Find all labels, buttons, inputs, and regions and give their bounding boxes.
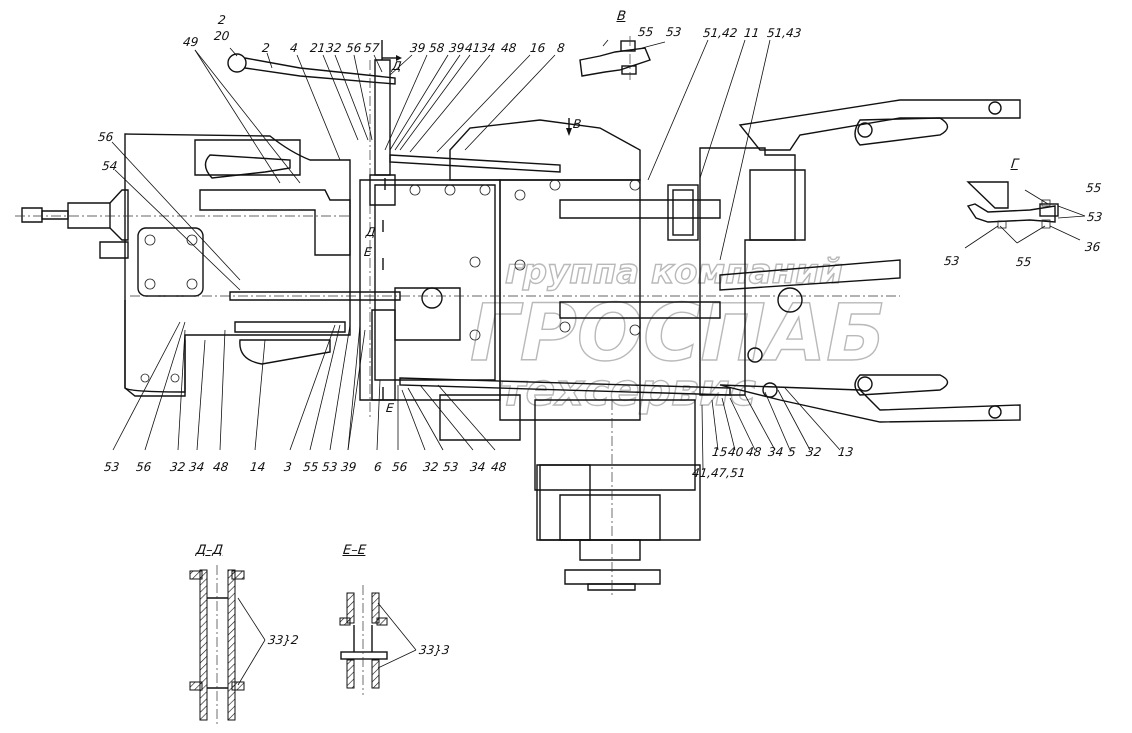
callout-b-34b: 34	[469, 460, 487, 474]
section-e-e-callout: 33}3	[418, 643, 451, 657]
view-v-callout-55: 55	[637, 25, 655, 39]
section-d-d-callout: 33}2	[267, 633, 300, 647]
view-g-callout-53a: 53	[1086, 210, 1104, 224]
view-g-callout-55a: 55	[1085, 181, 1103, 195]
callout-b-53b: 53	[321, 460, 339, 474]
callout-b-53c: 53	[442, 460, 460, 474]
section-mark-d-top: Д	[391, 59, 403, 73]
callout-34: 34	[479, 41, 497, 55]
watermark-line1: группа компаний	[505, 252, 843, 292]
arrow-v-label: В	[572, 117, 582, 131]
callout-49: 49	[182, 35, 200, 49]
callout-b-56b: 56	[391, 460, 409, 474]
callout-51-42: 51,42	[702, 26, 739, 40]
callout-b-48c: 48	[745, 445, 763, 459]
section-mark-e: Е	[363, 245, 373, 259]
callout-48: 48	[500, 41, 518, 55]
section-e-e	[339, 585, 388, 695]
view-g-callout-55b: 55	[1015, 255, 1033, 269]
leader-lines	[111, 39, 1086, 686]
callout-51-43: 51,43	[766, 26, 803, 40]
view-v-detail	[579, 36, 651, 80]
callout-39b: 39	[448, 41, 466, 55]
callout-left-56: 56	[97, 130, 115, 144]
callout-41: 41	[464, 41, 482, 55]
watermark: группа компаний ГРОСПАБ техсервис	[469, 251, 886, 416]
callout-b-5: 5	[787, 445, 797, 459]
view-g-callout-36: 36	[1084, 240, 1102, 254]
gearbox-housing	[15, 133, 351, 397]
callout-b-55: 55	[302, 460, 320, 474]
callout-b-53a: 53	[103, 460, 121, 474]
callout-21: 21	[309, 41, 327, 55]
watermark-line3: техсервис	[500, 365, 756, 416]
callout-b-39: 39	[340, 460, 358, 474]
callout-b-34a: 34	[188, 460, 206, 474]
section-mark-d: Д	[365, 225, 377, 239]
callout-b-15: 15	[711, 445, 729, 459]
callout-57: 57	[363, 41, 381, 55]
callout-16: 16	[529, 41, 547, 55]
view-g-label: Г	[1010, 157, 1020, 172]
callout-2-qty: 2	[217, 13, 227, 27]
callout-39a: 39	[409, 41, 427, 55]
callout-4: 4	[289, 41, 299, 55]
rear-hitch	[699, 99, 1021, 423]
callout-left-54: 54	[101, 159, 119, 173]
callout-b-41-47-51: 41,47,51	[691, 466, 747, 480]
callout-b-6: 6	[373, 460, 383, 474]
watermark-line2: ГРОСПАБ	[470, 289, 886, 379]
section-d-d-title: Д–Д	[195, 543, 224, 558]
view-g-detail	[966, 181, 1059, 229]
callout-b-40: 40	[727, 445, 745, 459]
callout-32: 32	[325, 41, 343, 55]
view-v-label: В	[616, 9, 627, 24]
pto-housing	[439, 394, 701, 595]
callout-b-48a: 48	[212, 460, 230, 474]
callout-b-56a: 56	[135, 460, 153, 474]
callout-b-32b: 32	[422, 460, 440, 474]
section-cut-marks	[382, 55, 572, 136]
callout-58: 58	[428, 41, 446, 55]
section-e-e-title: Е–Е	[342, 543, 367, 558]
callout-b-48b: 48	[490, 460, 508, 474]
callout-b-32c: 32	[805, 445, 823, 459]
callout-56: 56	[345, 41, 363, 55]
view-g-callout-53b: 53	[943, 254, 961, 268]
callout-8: 8	[556, 41, 566, 55]
view-v-callout-53: 53	[665, 25, 683, 39]
callout-b-34c: 34	[767, 445, 785, 459]
callout-b-13: 13	[837, 445, 855, 459]
lower-rods	[229, 184, 731, 396]
section-d-d	[189, 565, 245, 725]
callout-b-14: 14	[249, 460, 267, 474]
section-mark-e-bottom: Е	[385, 401, 395, 415]
callout-b-32a: 32	[169, 460, 187, 474]
callout-b-3: 3	[283, 460, 293, 474]
callout-11: 11	[743, 26, 761, 40]
lever-2	[227, 53, 561, 173]
control-shaft	[369, 40, 396, 401]
callout-20: 20	[213, 29, 231, 43]
callout-2: 2	[261, 41, 271, 55]
